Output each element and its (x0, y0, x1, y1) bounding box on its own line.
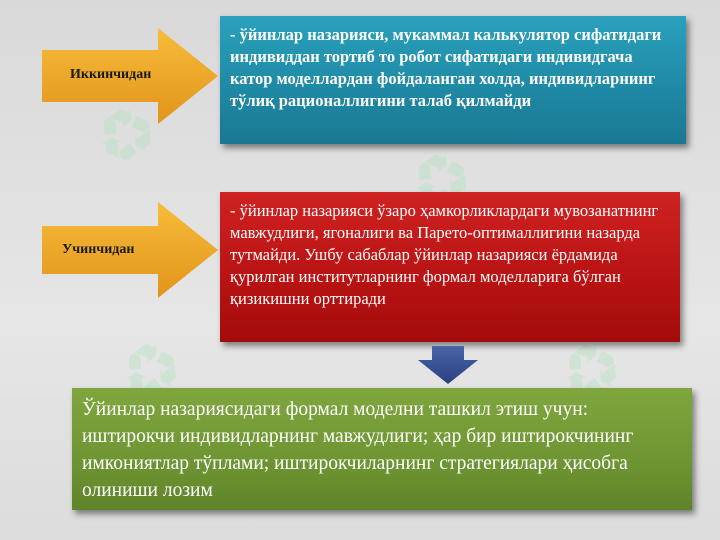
conclusion-textbox: Ўйинлар назариясидаги формал моделни таш… (72, 388, 692, 510)
arrow-point-two: Иккинчидан (40, 26, 220, 126)
arrow-point-three: Учинчидан (40, 200, 220, 300)
arrow-shape-icon (42, 28, 218, 124)
point-two-textbox: - ўйинлар назарияси, мукаммал калькулято… (220, 16, 686, 144)
down-arrow-icon (418, 346, 478, 391)
arrow-label-point-three: Учинчидан (62, 242, 135, 257)
arrow-label-point-two: Иккинчидан (70, 67, 152, 82)
arrow-shape-icon (42, 202, 218, 298)
point-three-textbox: - ўйинлар назарияси ўзаро ҳамкорликларда… (220, 192, 680, 342)
